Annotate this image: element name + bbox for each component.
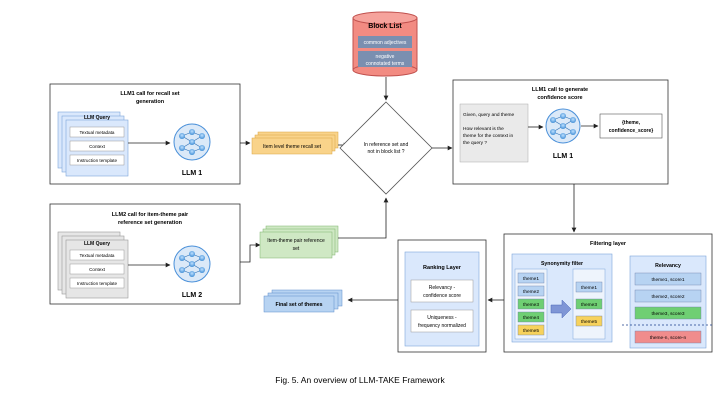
synonymity-title: Synonymity filter	[541, 261, 583, 267]
decision-text: not in block list ?	[368, 149, 405, 155]
relevancy-item-label: theme3, score3	[651, 311, 684, 317]
confidence-title: confidence score	[537, 95, 582, 101]
ranking-criterion-text: confidence score	[423, 293, 461, 299]
theme-chip: theme5	[517, 324, 545, 336]
filtering-layer: Filtering layer Synonymity filter theme1…	[503, 233, 713, 353]
recall-set-label: Item level theme recall set	[263, 144, 322, 150]
llm-query-title: LLM Query	[84, 241, 110, 247]
recall-set: Item level theme recall set	[251, 131, 339, 155]
prompt-text: How relevant is the	[463, 126, 504, 132]
theme-chip-label: theme4	[523, 315, 539, 321]
relevancy-title: Relevancy	[655, 263, 681, 269]
block-list: Block List common adjectives negative co…	[352, 11, 418, 77]
relevancy-item-label: theme-n, score-n	[650, 335, 687, 341]
theme-chip: theme2	[517, 285, 545, 297]
query-field: Instruction template	[77, 158, 118, 163]
filtering-title: Filtering layer	[590, 241, 627, 247]
llm-network-icon	[173, 245, 211, 283]
relevancy-item: theme-n, score-n	[634, 330, 702, 344]
relevancy-item: theme1, score1	[634, 272, 702, 286]
theme-chip: theme4	[517, 311, 545, 323]
theme-chip-label: theme2	[523, 289, 539, 295]
llm2-pair-title: reference set generation	[118, 220, 183, 226]
relevancy-item-label: theme1, score1	[651, 277, 684, 283]
block-list-item	[358, 51, 412, 67]
prompt-text: theme for the context in	[463, 133, 513, 139]
output-text: confidence_score}	[609, 128, 654, 134]
pair-set: Item-theme pair reference set	[259, 225, 339, 259]
llm2-pair-title: LLM2 call for item-theme pair	[112, 212, 189, 218]
final-set: Final set of themes	[263, 289, 343, 313]
query-field: Context	[89, 267, 106, 272]
output-card	[599, 113, 663, 139]
llm2-pair-box: LLM2 call for item-theme pair reference …	[49, 203, 241, 305]
query-field: Context	[89, 144, 106, 149]
pair-set-label: set	[293, 246, 300, 252]
theme-chip-label: theme1	[523, 276, 539, 282]
theme-chip-label: theme3	[523, 302, 539, 308]
prompt-text: Given, query and theme	[463, 112, 515, 118]
block-list-item-label: common adjectives	[364, 40, 407, 46]
block-list-item-label: negative	[376, 54, 395, 60]
prompt-card	[459, 103, 529, 163]
theme-chip: theme5	[575, 315, 603, 327]
theme-chip-label: theme5	[523, 328, 539, 334]
figure-caption: Fig. 5. An overview of LLM-TAKE Framewor…	[275, 375, 445, 385]
llm2-label: LLM 2	[182, 292, 202, 299]
output-text: {theme,	[622, 120, 641, 126]
pair-set-label: Item-theme pair reference	[267, 238, 325, 244]
llm-network-icon	[545, 108, 581, 144]
decision-text: In reference set and	[364, 142, 409, 148]
block-list-item	[358, 36, 412, 48]
ranking-criterion-text: Uniqueness -	[427, 315, 457, 321]
ranking-criterion-text: frequency normalized	[418, 323, 466, 329]
llm1-recall-title: LLM1 call for recall set	[120, 91, 179, 97]
theme-chip-label: theme1	[581, 285, 597, 291]
relevancy-item: theme2, score2	[634, 289, 702, 303]
theme-chip-label: theme5	[581, 319, 597, 325]
block-list-title: Block List	[368, 23, 402, 30]
ranking-criterion	[410, 309, 474, 333]
query-field: Textual metadata	[80, 253, 115, 258]
confidence-title: LLM1 call to generate	[532, 87, 588, 93]
block-list-item-label: connotated terms	[366, 61, 405, 67]
llm1-label: LLM 1	[182, 170, 202, 177]
llm1-recall-box: LLM1 call for recall set generation LLM …	[49, 83, 241, 185]
theme-chip: theme3	[575, 298, 603, 310]
confidence-llm-label: LLM 1	[553, 153, 573, 160]
llm-network-icon	[173, 123, 211, 161]
confidence-box: LLM1 call to generate confidence score G…	[452, 79, 669, 185]
relevancy-item-label: theme2, score2	[651, 294, 684, 300]
query-field: Instruction template	[77, 281, 118, 286]
theme-chip-label: theme3	[581, 302, 597, 308]
llm-query-title: LLM Query	[84, 115, 110, 121]
theme-chip: theme1	[575, 281, 603, 293]
llm1-recall-title: generation	[136, 99, 165, 105]
ranking-title: Ranking Layer	[423, 265, 462, 271]
ranking-layer: Ranking Layer Relevancy - confidence sco…	[397, 239, 487, 353]
relevancy-item: theme3, score3	[634, 306, 702, 320]
ranking-criterion-text: Relevancy -	[429, 285, 456, 291]
query-field: Textual metadata	[80, 130, 115, 135]
filter-arrow-icon	[550, 299, 572, 319]
theme-chip: theme1	[517, 272, 545, 284]
decision-diamond: In reference set and not in block list ?	[339, 101, 433, 195]
final-set-label: Final set of themes	[276, 302, 323, 308]
theme-chip: theme3	[517, 298, 545, 310]
ranking-criterion	[410, 279, 474, 303]
prompt-text: the query ?	[463, 140, 487, 146]
